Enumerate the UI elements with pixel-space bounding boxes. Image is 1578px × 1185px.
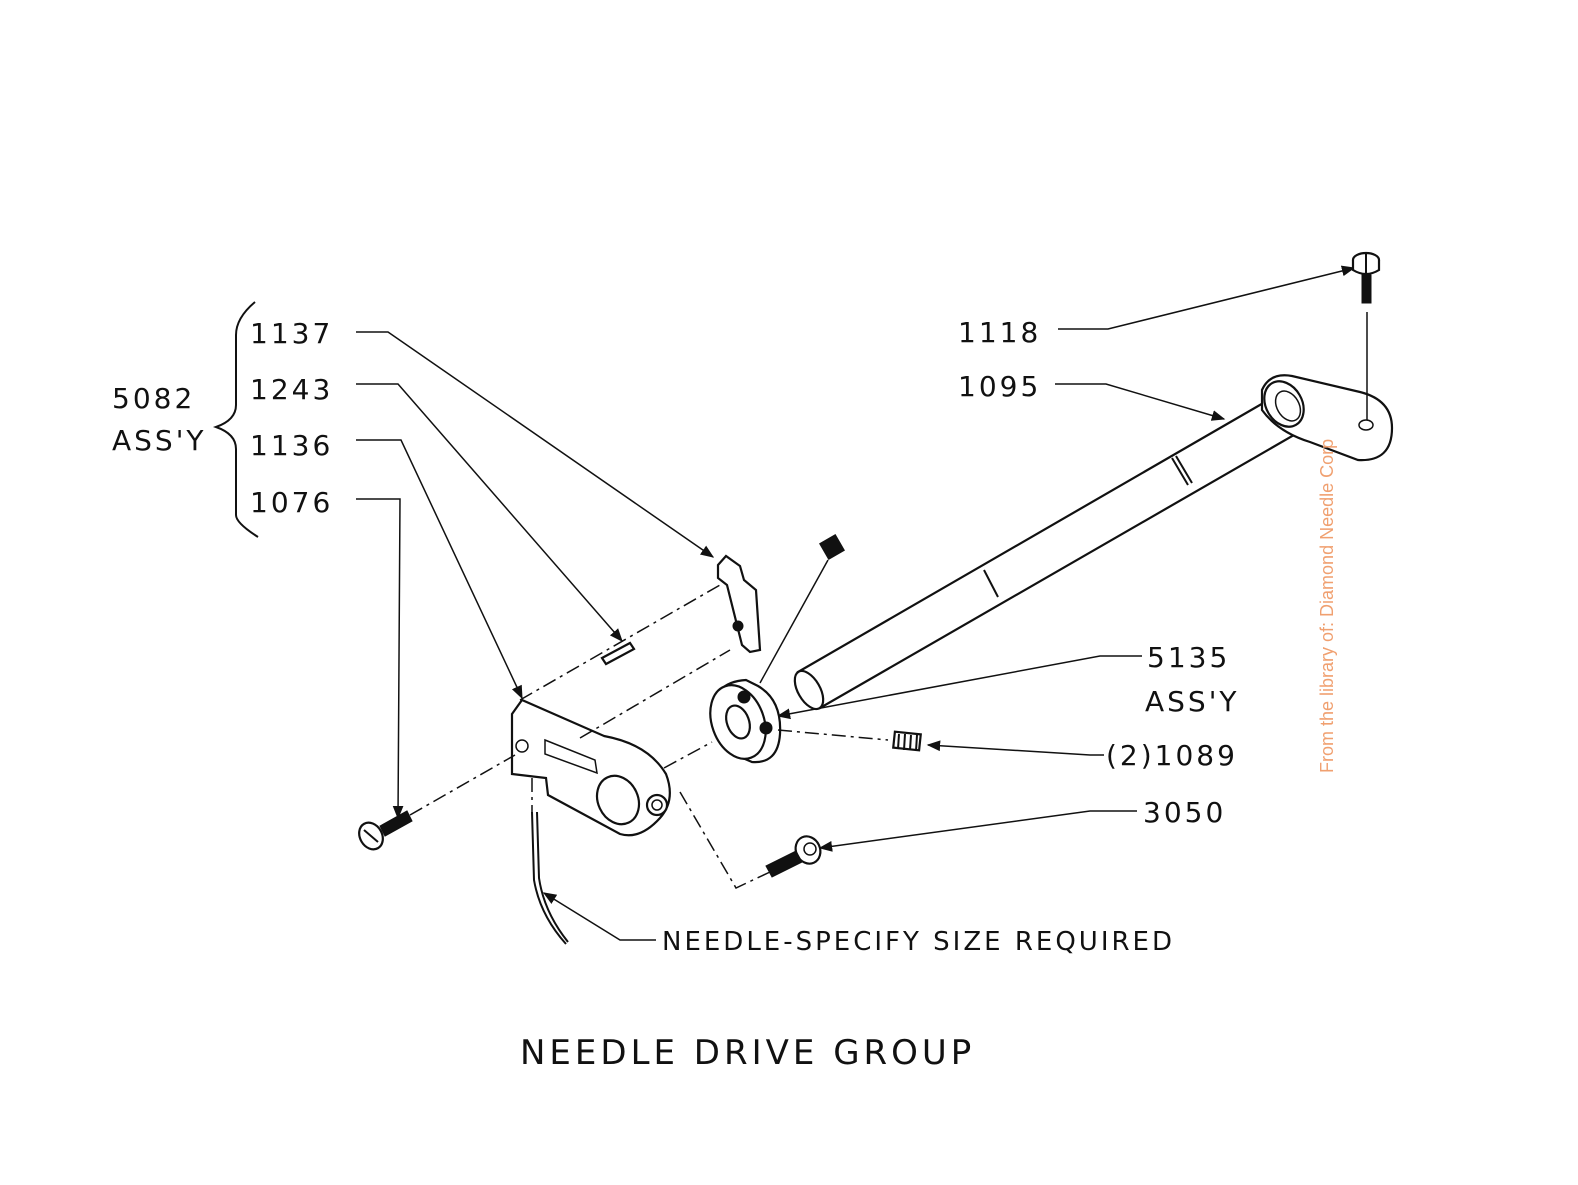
leader-1076 bbox=[356, 499, 400, 818]
part-label-5135-suffix: ASS'Y bbox=[1145, 685, 1240, 718]
part-label-1089: (2)1089 bbox=[1106, 739, 1238, 772]
leader-3050 bbox=[820, 811, 1137, 848]
part-label-1136: 1136 bbox=[250, 429, 333, 462]
leader-1137 bbox=[356, 332, 713, 557]
screw-1076 bbox=[354, 811, 412, 854]
part-label-1076: 1076 bbox=[250, 486, 333, 519]
leader-1136 bbox=[356, 440, 522, 698]
group-suffix-label: ASS'Y bbox=[112, 424, 207, 457]
needle-note: NEEDLE-SPECIFY SIZE REQUIRED bbox=[662, 927, 1175, 957]
part-label-1137: 1137 bbox=[250, 317, 333, 350]
diagram-title: NEEDLE DRIVE GROUP bbox=[520, 1033, 975, 1073]
needle bbox=[532, 812, 568, 944]
group-number-label: 5082 bbox=[112, 382, 195, 415]
screw-1118 bbox=[1353, 253, 1379, 303]
bracket-1137 bbox=[718, 556, 760, 652]
leader-1095 bbox=[1055, 384, 1224, 419]
leader-1089 bbox=[928, 745, 1104, 755]
part-label-1243: 1243 bbox=[250, 373, 333, 406]
leader-1243 bbox=[356, 384, 622, 641]
screw-3050 bbox=[766, 832, 825, 877]
watermark-text: From the library of: Diamond Needle Corp bbox=[1317, 439, 1337, 773]
part-label-1095: 1095 bbox=[958, 370, 1041, 403]
pin-1243 bbox=[602, 643, 634, 664]
part-label-3050: 3050 bbox=[1143, 796, 1226, 829]
leader-1118 bbox=[1058, 268, 1354, 329]
set-screw-1089 bbox=[893, 732, 921, 751]
part-label-1118: 1118 bbox=[958, 316, 1041, 349]
collar-5135 bbox=[701, 677, 888, 766]
part-label-5135: 5135 bbox=[1147, 641, 1230, 674]
